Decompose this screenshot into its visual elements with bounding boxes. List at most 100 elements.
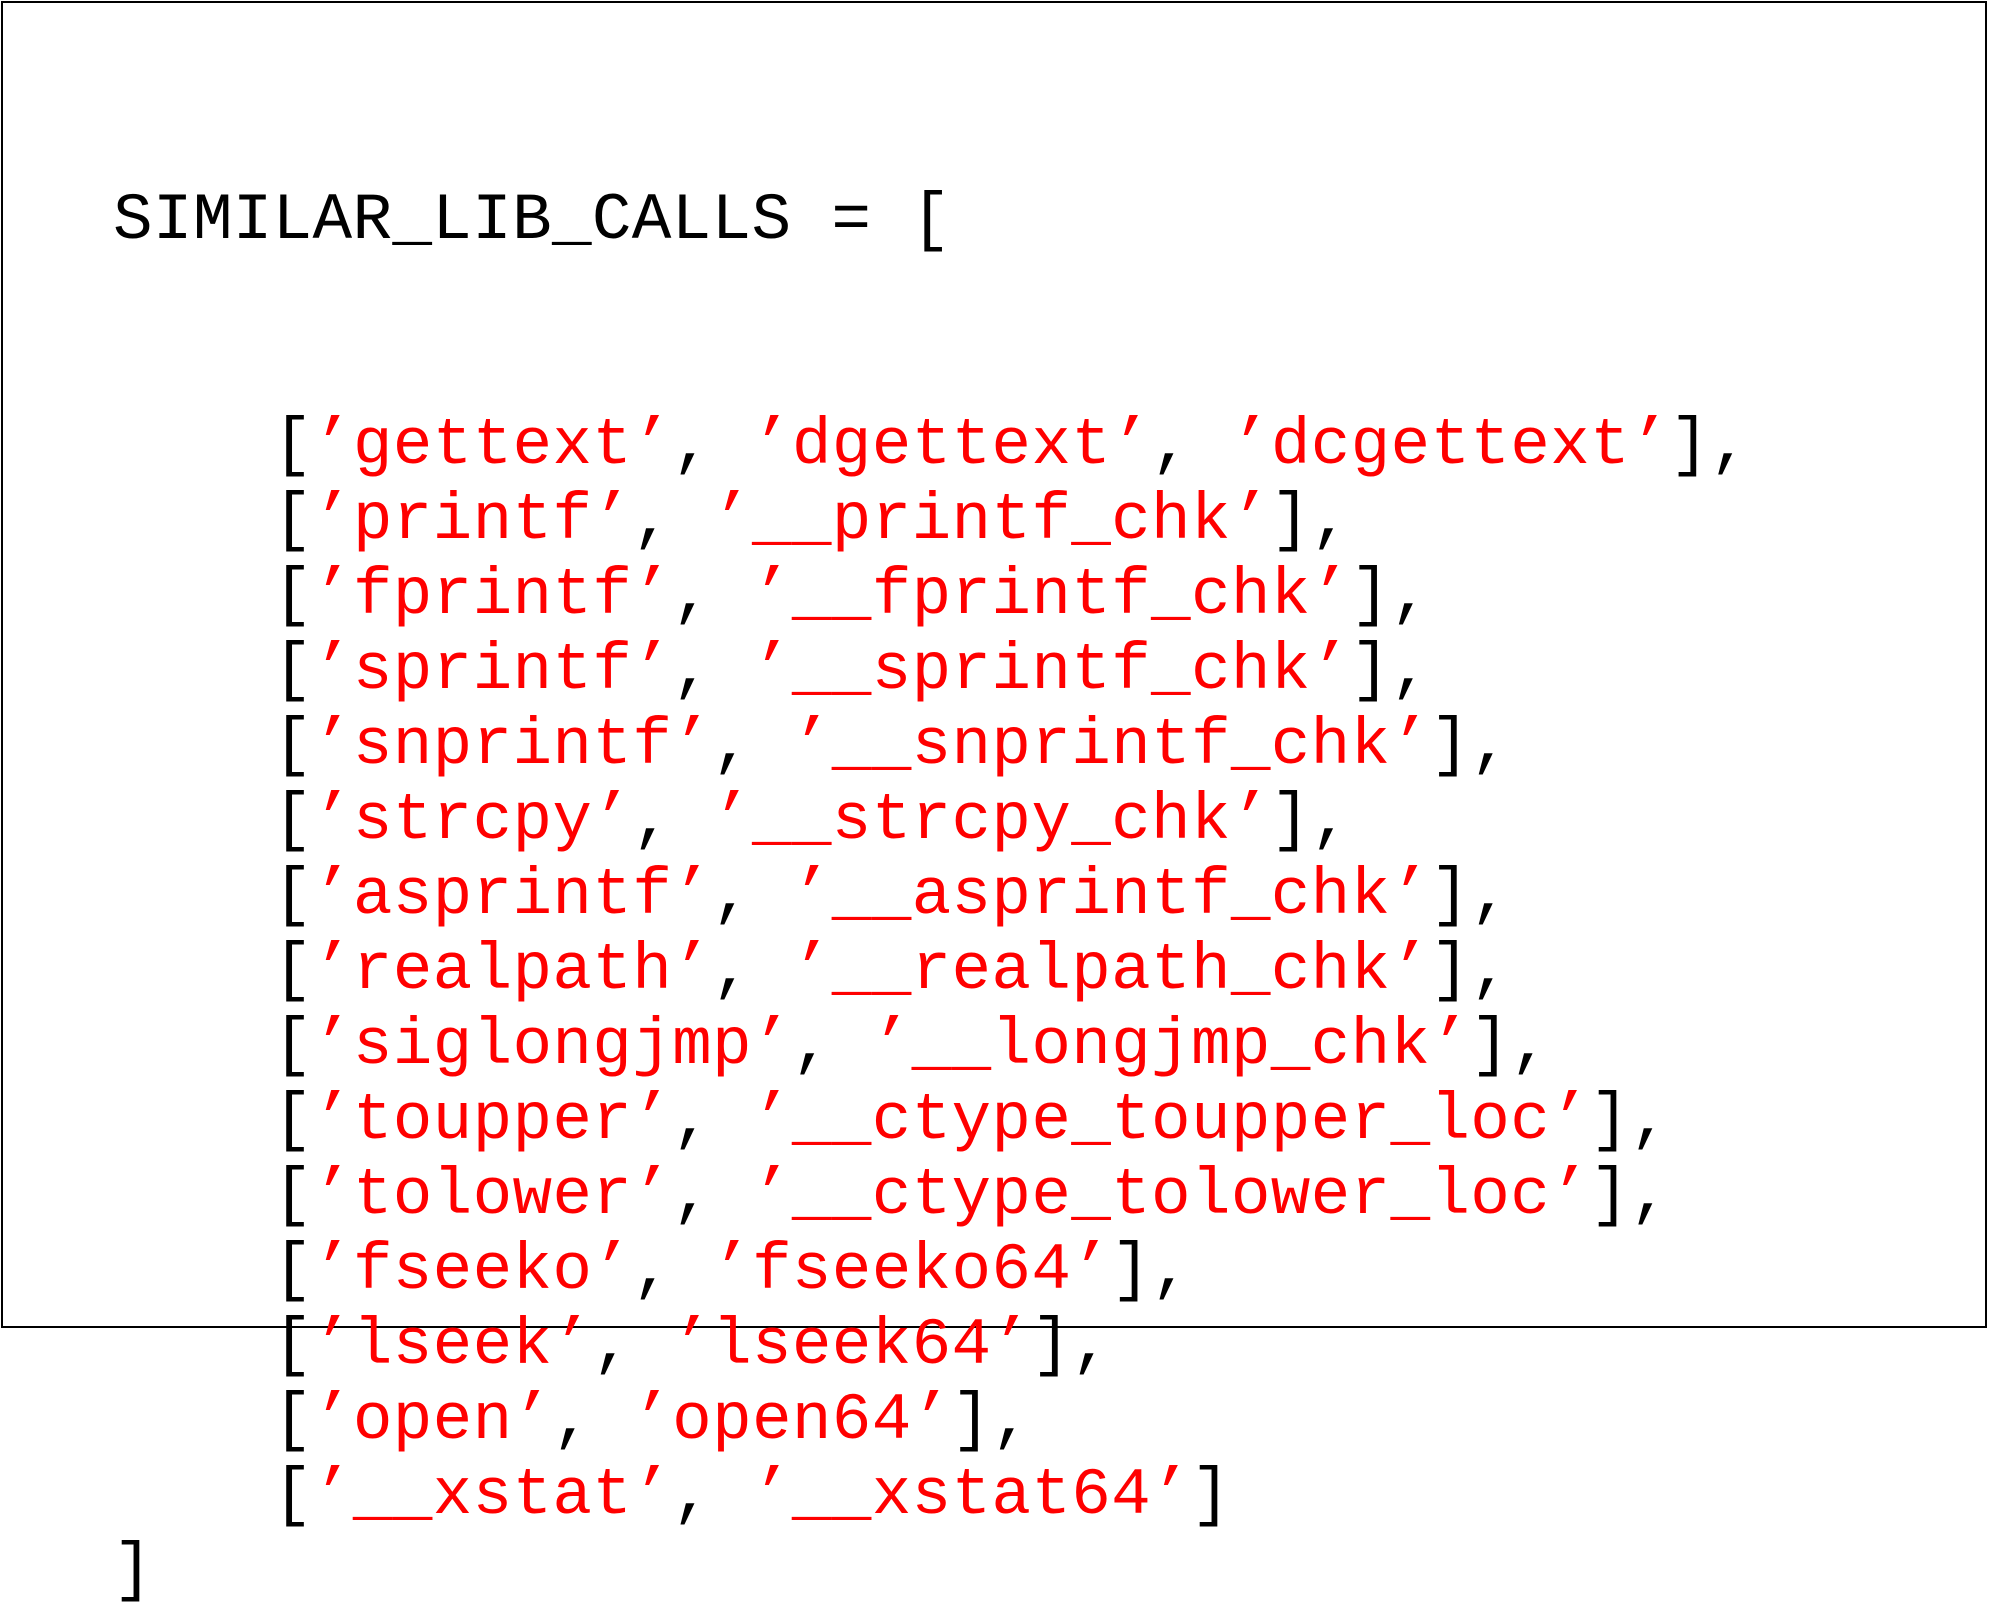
quote: ’ <box>672 1308 713 1383</box>
quote: ’ <box>1230 408 1271 483</box>
quote: ’ <box>312 858 353 933</box>
quote: ’ <box>312 1383 353 1458</box>
quote: ’ <box>312 1008 353 1083</box>
open-bracket: [ <box>273 1008 313 1083</box>
code-line: [’realpath’, ’__realpath_chk’], <box>113 933 1750 1008</box>
open-bracket: [ <box>273 708 313 783</box>
open-bracket: [ <box>273 1083 313 1158</box>
function-name-string: printf <box>352 483 593 558</box>
quote: ’ <box>1390 708 1431 783</box>
quote: ’ <box>751 558 792 633</box>
function-name-string: realpath <box>352 933 673 1008</box>
quote: ’ <box>791 708 832 783</box>
quote: ’ <box>712 783 752 858</box>
code-line: [’asprintf’, ’__asprintf_chk’], <box>113 858 1750 933</box>
open-bracket: [ <box>273 783 313 858</box>
quote: ’ <box>751 1008 792 1083</box>
quote: ’ <box>632 558 673 633</box>
function-name-string: gettext <box>352 408 633 483</box>
quote: ’ <box>312 1158 353 1233</box>
function-name-string: strcpy <box>352 783 593 858</box>
function-name-string: __strcpy_chk <box>751 783 1231 858</box>
comma: , <box>1151 408 1231 483</box>
close-bracket: ], <box>1470 1008 1551 1083</box>
quote: ’ <box>1390 933 1431 1008</box>
quote: ’ <box>672 933 713 1008</box>
function-name-string: __xstat <box>352 1458 633 1533</box>
function-name-string: __printf_chk <box>751 483 1231 558</box>
quote: ’ <box>312 408 353 483</box>
open-bracket: [ <box>273 1308 313 1383</box>
quote: ’ <box>592 483 633 558</box>
quote: ’ <box>712 483 752 558</box>
quote: ’ <box>791 933 832 1008</box>
quote: ’ <box>312 783 353 858</box>
quote: ’ <box>592 783 633 858</box>
quote: ’ <box>312 1083 353 1158</box>
quote: ’ <box>312 933 353 1008</box>
close-bracket: ], <box>1350 558 1431 633</box>
function-name-string: __ctype_toupper_loc <box>791 1083 1551 1158</box>
quote: ’ <box>1310 558 1351 633</box>
quote: ’ <box>312 1308 353 1383</box>
close-bracket: ], <box>1270 783 1351 858</box>
function-name-string: __sprintf_chk <box>791 633 1311 708</box>
code-line: [’tolower’, ’__ctype_tolower_loc’], <box>113 1158 1750 1233</box>
code-line: [’strcpy’, ’__strcpy_chk’], <box>113 783 1750 858</box>
quote: ’ <box>751 633 792 708</box>
close-bracket: ], <box>1031 1308 1112 1383</box>
open-bracket: [ <box>273 1383 313 1458</box>
code-line-header: SIMILAR_LIB_CALLS = [ <box>113 183 1750 258</box>
function-name-string: __realpath_chk <box>831 933 1391 1008</box>
quote: ’ <box>1111 408 1152 483</box>
function-name-string: sprintf <box>352 633 633 708</box>
code-line: [’fseeko’, ’fseeko64’], <box>113 1233 1750 1308</box>
quote: ’ <box>1430 1008 1471 1083</box>
quote: ’ <box>632 1158 673 1233</box>
quote: ’ <box>552 1308 593 1383</box>
open-bracket: [ <box>273 408 313 483</box>
code-line: [’printf’, ’__printf_chk’], <box>113 483 1750 558</box>
open-bracket: [ <box>273 1458 313 1533</box>
quote: ’ <box>751 1458 792 1533</box>
function-name-string: __longjmp_chk <box>911 1008 1431 1083</box>
quote: ’ <box>871 1008 912 1083</box>
function-name-string: toupper <box>352 1083 633 1158</box>
close-bracket: ], <box>1430 933 1511 1008</box>
comma: , <box>592 1308 673 1383</box>
quote: ’ <box>1230 483 1271 558</box>
function-name-string: snprintf <box>352 708 673 783</box>
close-bracket: ] <box>1190 1458 1231 1533</box>
quote: ’ <box>312 633 353 708</box>
quote: ’ <box>632 1083 673 1158</box>
quote: ’ <box>1230 783 1271 858</box>
quote: ’ <box>312 708 353 783</box>
function-name-string: __ctype_tolower_loc <box>791 1158 1551 1233</box>
function-name-string: asprintf <box>352 858 673 933</box>
closing-bracket: ] <box>113 1533 153 1608</box>
comma: , <box>712 858 792 933</box>
close-bracket: ], <box>1590 1158 1670 1233</box>
function-name-string: tolower <box>352 1158 633 1233</box>
quote: ’ <box>991 1308 1032 1383</box>
function-name-string: fseeko <box>352 1233 593 1308</box>
quote: ’ <box>1310 633 1351 708</box>
function-name-string: siglongjmp <box>352 1008 752 1083</box>
comma: , <box>672 1158 752 1233</box>
open-bracket: [ <box>273 1158 313 1233</box>
quote: ’ <box>672 708 713 783</box>
open-bracket: [ <box>273 933 313 1008</box>
close-bracket: ], <box>1430 858 1511 933</box>
code-line: [’open’, ’open64’], <box>113 1383 1750 1458</box>
open-bracket: [ <box>273 1233 313 1308</box>
quote: ’ <box>1071 1233 1112 1308</box>
quote: ’ <box>712 1233 752 1308</box>
comma: , <box>672 633 752 708</box>
function-name-string: lseek64 <box>712 1308 992 1383</box>
quote: ’ <box>632 408 673 483</box>
close-bracket: ], <box>1350 633 1431 708</box>
comma: , <box>632 783 713 858</box>
function-name-string: fseeko64 <box>751 1233 1072 1308</box>
code-line: [’fprintf’, ’__fprintf_chk’], <box>113 558 1750 633</box>
function-name-string: __xstat64 <box>791 1458 1152 1533</box>
